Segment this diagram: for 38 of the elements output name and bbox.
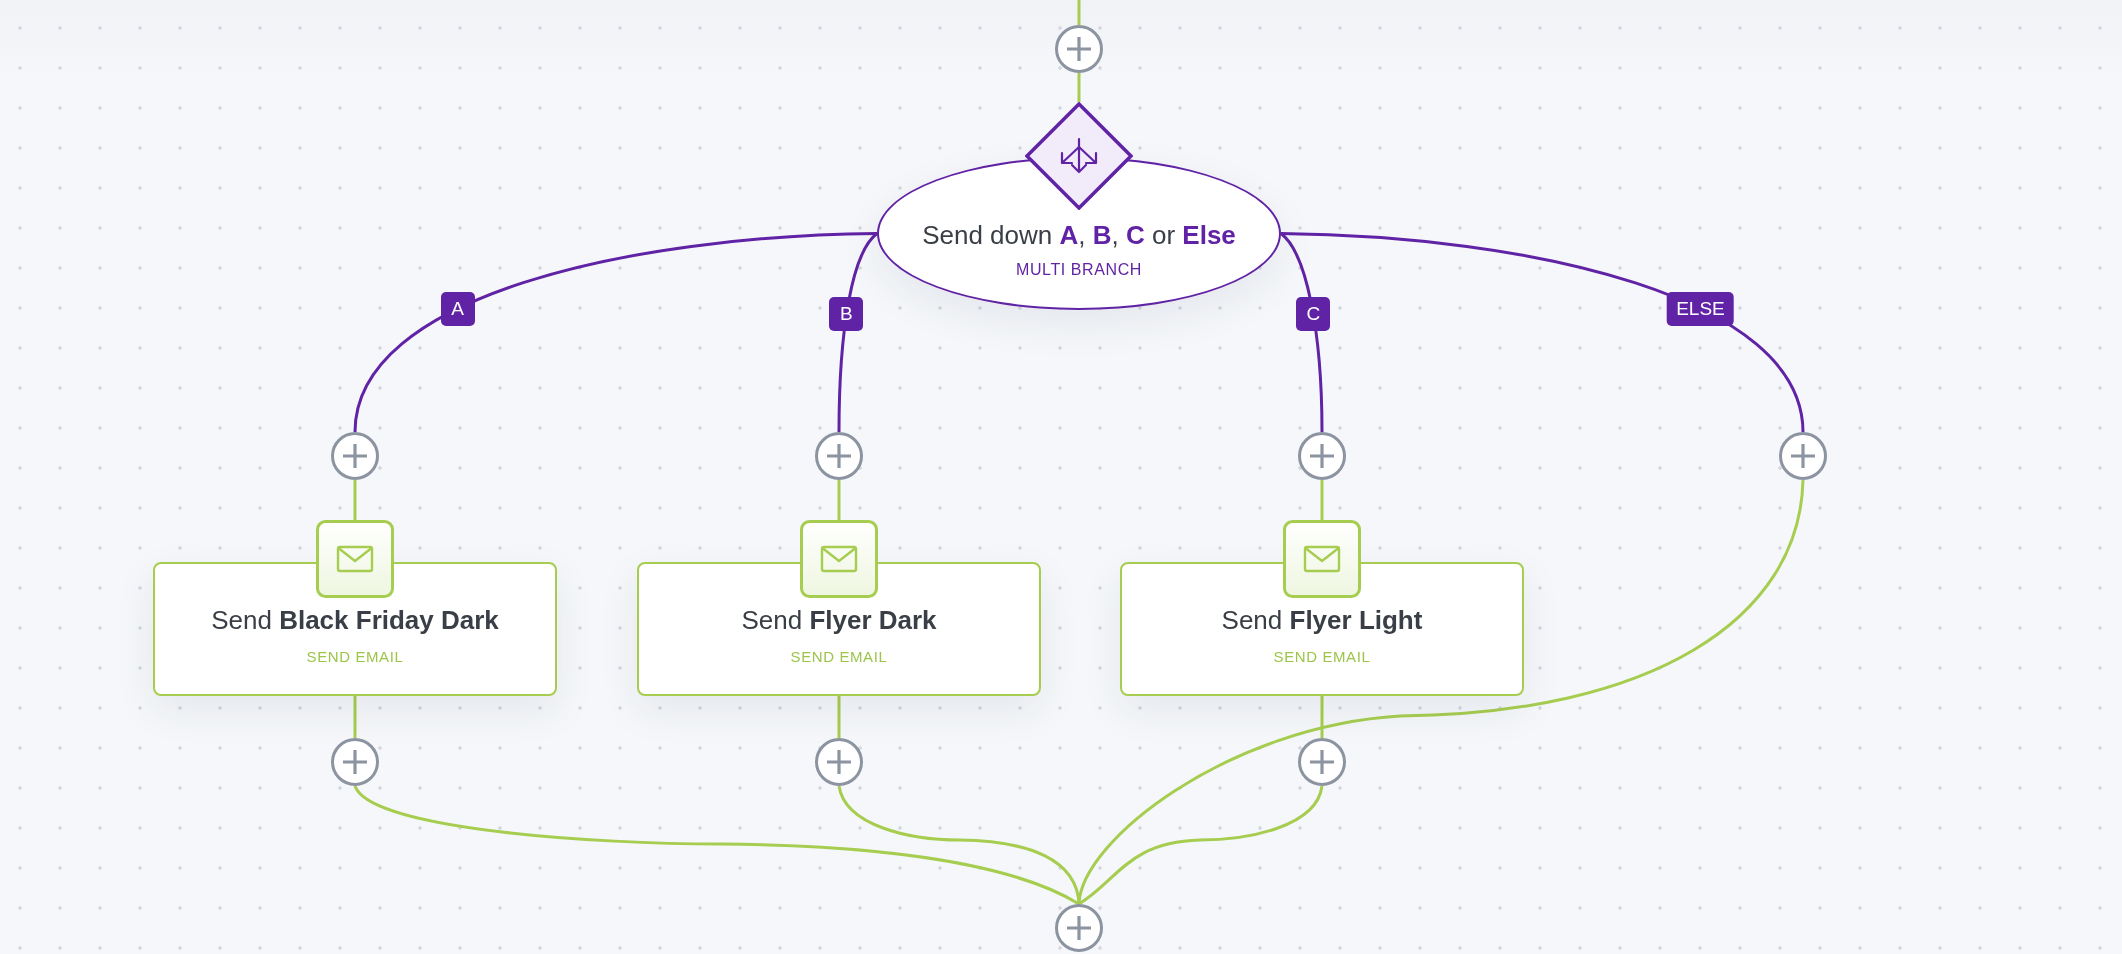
connector-line xyxy=(837,696,841,738)
connector-line xyxy=(353,232,878,433)
branch-node xyxy=(877,102,1281,310)
email-step-card xyxy=(1120,520,1524,696)
add-button xyxy=(815,738,863,786)
connector-line xyxy=(1077,0,1081,25)
connector-line xyxy=(1078,785,1324,906)
email-step-card xyxy=(153,520,557,696)
connector-line xyxy=(353,696,357,738)
add-button xyxy=(815,432,863,480)
add-button xyxy=(1298,738,1346,786)
connector-line xyxy=(353,480,357,520)
connector-line xyxy=(837,480,841,520)
edge-label: B xyxy=(829,297,864,332)
email-step-card xyxy=(637,520,1041,696)
step-title: Send Flyer Dark xyxy=(741,605,937,635)
connector-line xyxy=(1280,232,1805,433)
add-button xyxy=(1779,432,1827,480)
edge-label: ELSE xyxy=(1667,291,1734,326)
add-button xyxy=(331,432,379,480)
connector-line xyxy=(1320,480,1324,520)
step-title: Send Black Friday Dark xyxy=(211,605,499,635)
step-type-label: SEND EMAIL xyxy=(306,648,404,666)
step-title: Send Flyer Light xyxy=(1221,605,1423,635)
step-type-label: SEND EMAIL xyxy=(1273,648,1371,666)
step-title: Send down A, B, C or Else xyxy=(922,220,1236,250)
connector-line xyxy=(1077,73,1081,102)
step-type-label: SEND EMAIL xyxy=(790,648,888,666)
add-button xyxy=(331,738,379,786)
add-button xyxy=(1298,432,1346,480)
connector-line xyxy=(353,785,1080,906)
add-button xyxy=(1055,25,1103,73)
edge-label: A xyxy=(440,291,475,326)
connector-line xyxy=(837,785,1081,905)
add-button xyxy=(1055,904,1103,952)
step-type-label: MULTI BRANCH xyxy=(1016,261,1142,279)
edge-label: C xyxy=(1296,297,1331,332)
connector-line xyxy=(1320,696,1324,738)
